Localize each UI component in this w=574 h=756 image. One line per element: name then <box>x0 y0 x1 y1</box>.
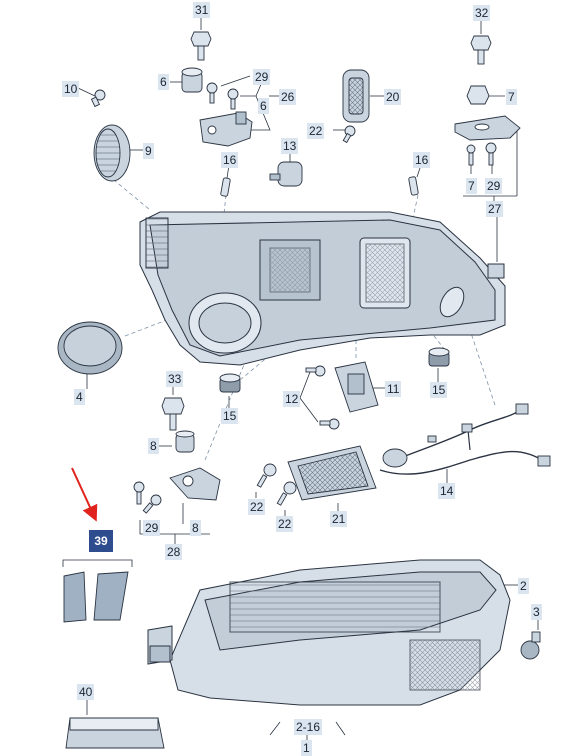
actuator-motor-13-icon <box>269 161 303 187</box>
callout-22a: 22 <box>307 123 325 139</box>
callout-16a: 16 <box>221 152 239 168</box>
callout-7a: 7 <box>506 89 517 105</box>
screw-33-icon <box>161 397 185 431</box>
bulb-3-icon <box>520 631 541 660</box>
callout-29a: 29 <box>253 69 271 85</box>
callout-21: 21 <box>330 511 348 527</box>
grommet-15b-icon <box>428 347 450 367</box>
callout-27: 27 <box>486 201 504 217</box>
callout-40: 40 <box>77 684 95 700</box>
screws <box>90 31 497 514</box>
callout-29b: 29 <box>485 178 503 194</box>
callout-14: 14 <box>438 483 456 499</box>
nut-7-icon <box>466 85 490 105</box>
cover-9-icon <box>93 124 131 182</box>
highlight-arrow <box>71 467 98 522</box>
callout-1: 1 <box>301 740 312 756</box>
callout-6b: 6 <box>258 98 269 114</box>
callout-6a: 6 <box>158 74 169 90</box>
screw-22b-icon <box>256 463 297 506</box>
callout-28: 28 <box>165 544 183 560</box>
vent-box-21-icon <box>287 445 377 501</box>
screw-31-icon <box>190 31 212 61</box>
control-unit-11-icon <box>334 361 379 413</box>
bracket-28-icon <box>169 467 221 501</box>
insert-39-right-icon <box>93 571 129 621</box>
screw-22-icon <box>342 125 356 144</box>
wiring-harness-14-icon <box>379 403 551 475</box>
callout-22c: 22 <box>276 516 294 532</box>
callout-33: 33 <box>166 371 184 387</box>
screw-7-29-icon <box>466 142 497 166</box>
callout-12: 12 <box>283 391 301 407</box>
callout-15b: 15 <box>430 382 448 398</box>
screw-10-icon <box>90 89 106 108</box>
bolt-16a-icon <box>220 177 231 197</box>
callout-7b: 7 <box>466 178 477 194</box>
callout-2: 2 <box>518 578 529 594</box>
callout-32: 32 <box>473 5 491 21</box>
spacer-6-icon <box>181 67 203 93</box>
vent-filter-20-icon <box>342 69 370 123</box>
screw-29-icon <box>206 82 239 110</box>
screw-32-icon <box>470 35 492 65</box>
callout-8b: 8 <box>190 520 201 536</box>
callout-8a: 8 <box>148 438 159 454</box>
callout-3: 3 <box>531 604 542 620</box>
callout-22b: 22 <box>248 499 266 515</box>
nut-8-icon <box>175 430 195 453</box>
callout-39-highlighted: 39 <box>89 530 113 552</box>
callout-29c: 29 <box>143 520 161 536</box>
cover-cap-4-icon <box>57 321 123 375</box>
support-bracket-27-icon <box>454 115 521 141</box>
callout-4: 4 <box>74 389 85 405</box>
screw-29c-icon <box>133 481 162 514</box>
callout-10: 10 <box>62 81 80 97</box>
callout-20: 20 <box>384 89 402 105</box>
callout-9: 9 <box>143 143 154 159</box>
insert-39-left-icon <box>63 571 87 623</box>
callout-13: 13 <box>281 138 299 154</box>
headlamp-assembly-front <box>147 559 511 706</box>
small-parts <box>57 67 551 749</box>
bracket-26-icon <box>199 111 253 147</box>
pad-40-icon <box>65 717 165 749</box>
callout-11: 11 <box>385 381 402 397</box>
callout-31: 31 <box>193 2 211 18</box>
bolt-16b-icon <box>408 176 419 196</box>
grommet-15a-icon <box>219 373 241 393</box>
callout-2-16: 2-16 <box>294 719 323 735</box>
callout-16b: 16 <box>413 152 431 168</box>
headlamp-housing-rear <box>139 211 506 366</box>
callout-26: 26 <box>279 89 297 105</box>
callout-15a: 15 <box>221 408 239 424</box>
screw-12-icon <box>305 365 340 430</box>
